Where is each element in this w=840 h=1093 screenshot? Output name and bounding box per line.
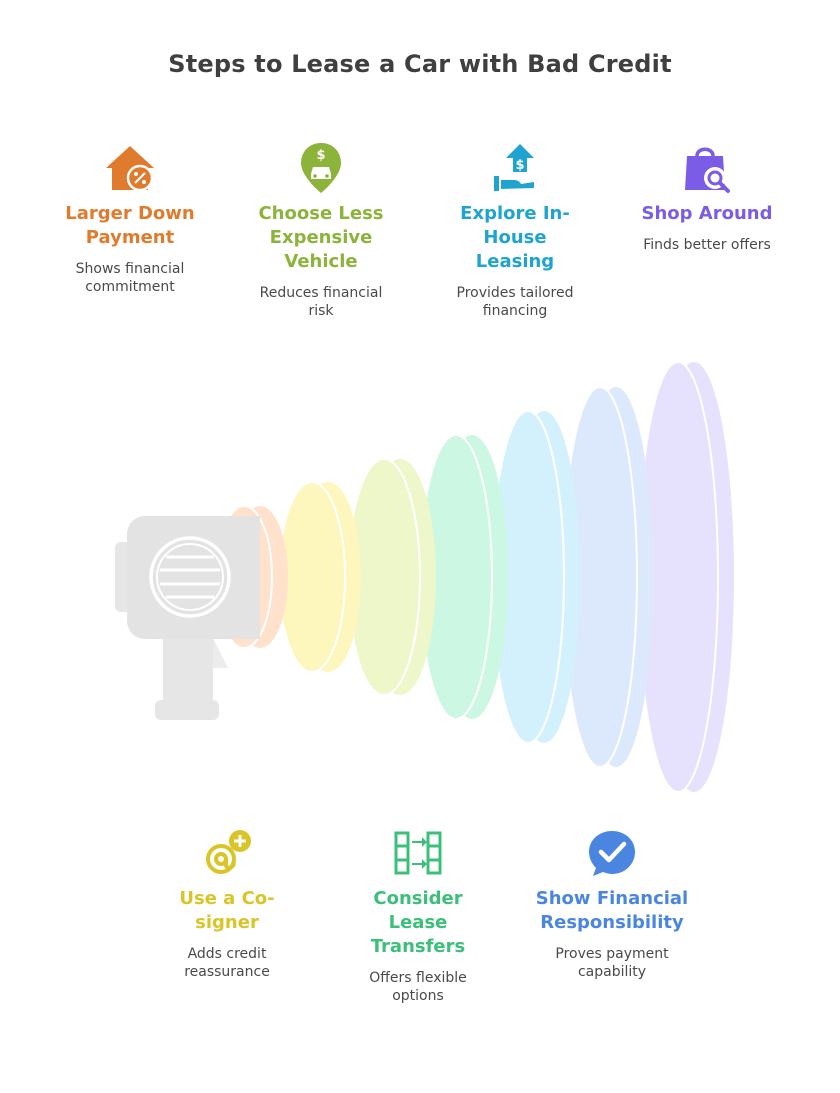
house-percent-icon [45, 140, 215, 196]
transfer-columns-icon [333, 825, 503, 881]
step-label: Use a Co-signer [179, 888, 275, 933]
page-title: Steps to Lease a Car with Bad Credit [168, 50, 672, 78]
svg-text:$: $ [515, 158, 524, 173]
megaphone-handle [155, 620, 228, 720]
speaker-grill-icon [149, 536, 231, 618]
step-description: Offers flexible options [369, 970, 467, 1004]
step-choose-less-expensive-vehicle: $ Choose Less Expensive Vehicle Reduces … [236, 140, 406, 320]
step-label: Explore In-House Leasing [460, 203, 570, 272]
at-plus-icon [142, 825, 312, 881]
step-use-a-co-signer: Use a Co-signer Adds credit reassurance [142, 825, 312, 981]
step-show-financial-responsibility: Show Financial Responsibility Proves pay… [527, 825, 697, 981]
step-consider-lease-transfers: Consider Lease Transfers Offers flexible… [333, 825, 503, 1005]
step-description: Adds credit reassurance [184, 946, 270, 980]
step-label: Consider Lease Transfers [370, 888, 466, 957]
step-description: Shows financial commitment [75, 261, 185, 295]
step-explore-in-house-leasing: $ Explore In-House Leasing Provides tail… [430, 140, 600, 320]
megaphone-rings [215, 361, 734, 793]
step-description: Proves payment capability [555, 946, 669, 980]
step-label: Show Financial Responsibility [535, 888, 689, 933]
car-dollar-pin-icon: $ [236, 140, 406, 196]
check-bubble-icon [527, 825, 697, 881]
step-description: Reduces financial risk [259, 285, 383, 319]
step-larger-down-payment: Larger Down Payment Shows financial comm… [45, 140, 215, 296]
ring-yellow [278, 481, 346, 673]
shopping-bag-search-icon [622, 140, 792, 196]
step-label: Choose Less Expensive Vehicle [258, 203, 384, 272]
step-label: Shop Around [641, 203, 773, 224]
step-label: Larger Down Payment [65, 203, 195, 248]
step-description: Finds better offers [643, 237, 771, 253]
step-shop-around: Shop Around Finds better offers [622, 140, 792, 254]
svg-text:$: $ [316, 148, 325, 163]
hand-dollar-icon: $ [430, 140, 600, 196]
step-description: Provides tailored financing [456, 285, 574, 319]
